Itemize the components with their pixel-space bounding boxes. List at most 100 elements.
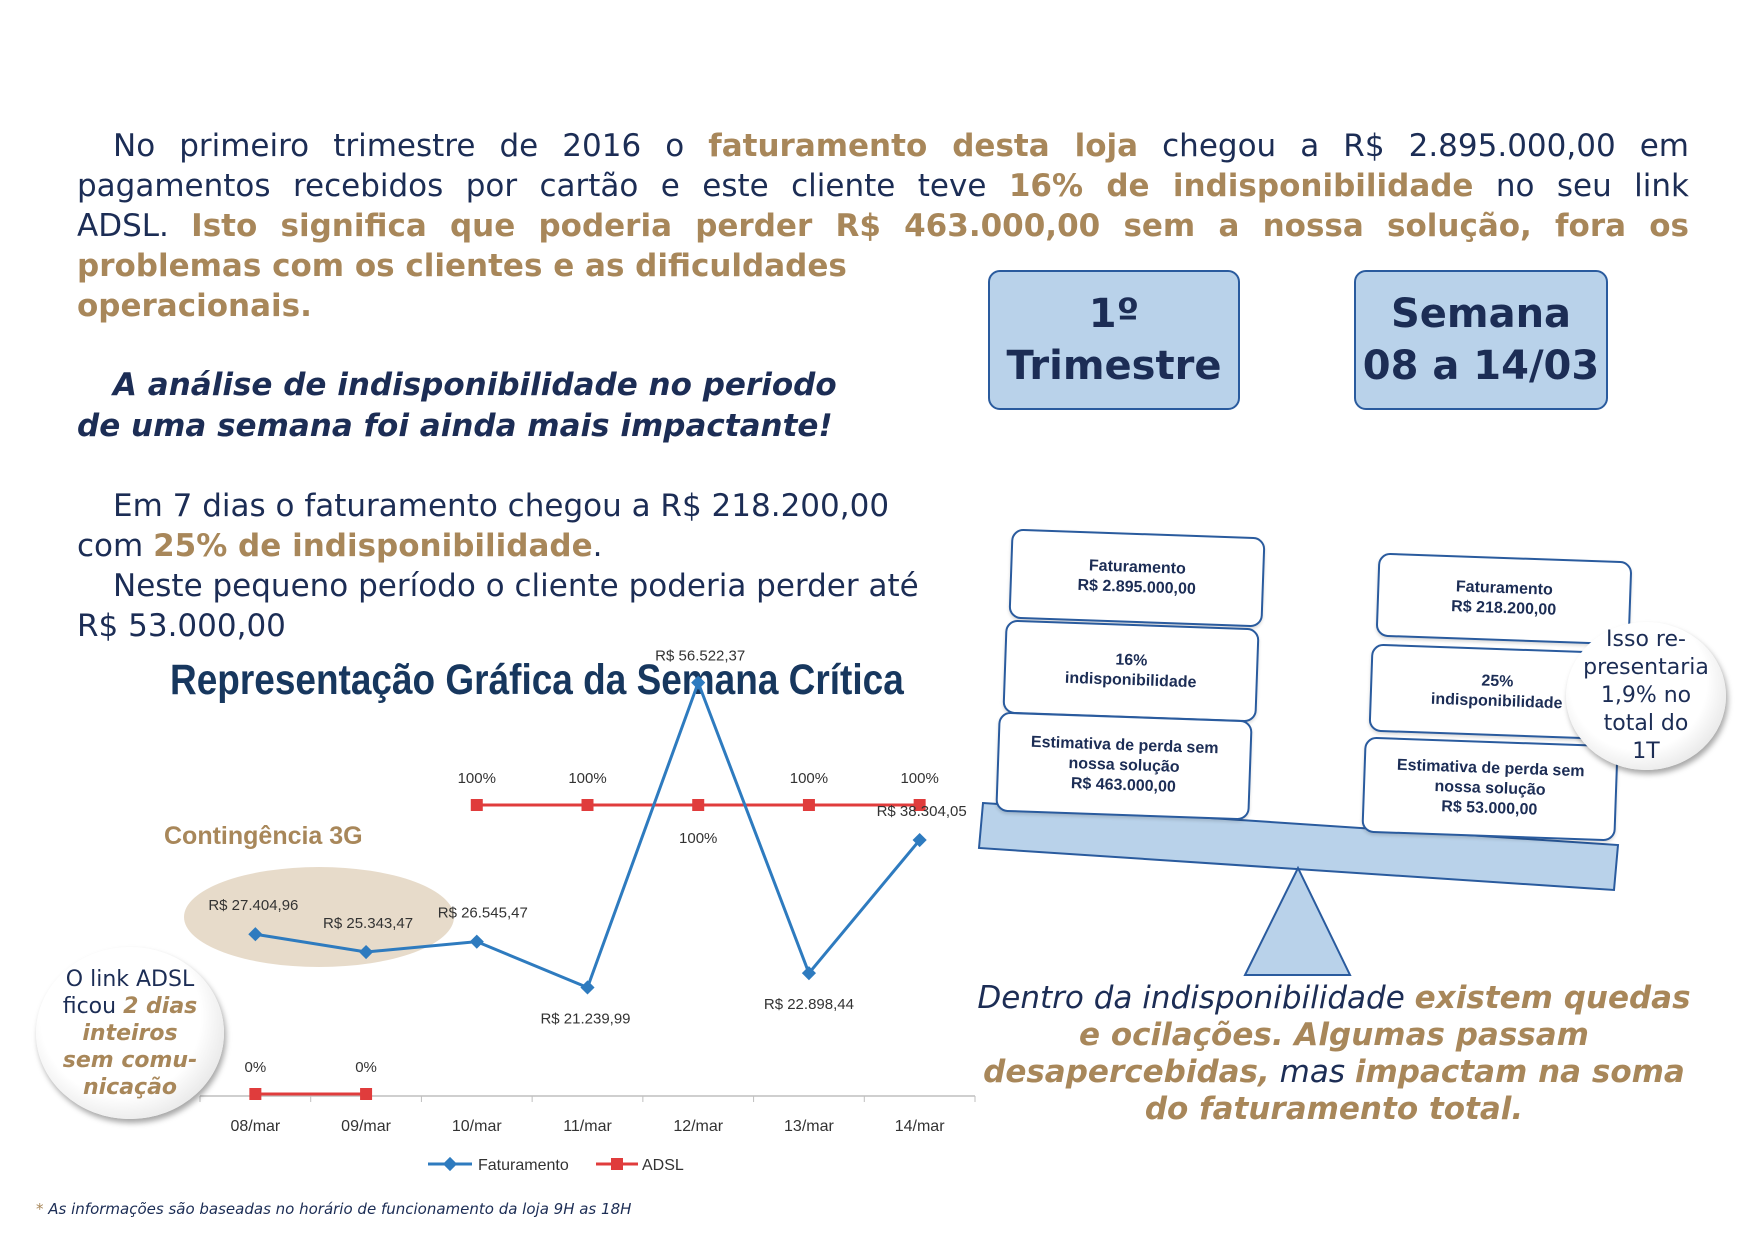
semana-box-line: Semana (1390, 291, 1572, 337)
week-line-4: R$ 53.000,00 (77, 608, 286, 644)
faturamento-point (691, 675, 706, 690)
x-tick-label: 09/mar (341, 1118, 391, 1135)
faturamento-data-label: R$ 27.404,96 (208, 897, 298, 914)
faturamento-point (912, 832, 927, 848)
adsl-data-label: 100% (900, 770, 938, 787)
bottom-line-2: e ocilações. Algumas passam (1079, 1017, 1589, 1053)
analysis-paragraph: A análise de indisponibilidade no period… (77, 365, 837, 447)
intro-line-4: problemas com os clientes e as dificulda… (77, 248, 847, 284)
faturamento-data-label: R$ 26.545,47 (438, 905, 528, 922)
adsl-point (913, 799, 926, 811)
footnote-text: As informações são baseadas no horário d… (43, 1200, 632, 1218)
contingencia-highlight (184, 867, 454, 967)
faturamento-data-label: R$ 21.239,99 (540, 1010, 630, 1027)
week-highlight: 25% de indisponibilidade (153, 528, 593, 564)
intro-highlight: Isto significa que poderia perder R$ 463… (191, 208, 1690, 244)
bubble-text: presentaria (1583, 655, 1709, 680)
footnote-asterisk: * (36, 1200, 44, 1218)
adsl-point (470, 799, 483, 811)
bubble-right: Isso re- presentaria 1,9% no total do 1T (1566, 622, 1726, 770)
intro-line-1: No primeiro trimestre de 2016 o faturame… (77, 126, 1689, 166)
bottom-line-1: Dentro da indisponibilidade existem qued… (975, 980, 1693, 1017)
bottom-highlight: existem quedas (1414, 980, 1691, 1016)
week-line-1: Em 7 dias o faturamento chegou a R$ 218.… (113, 488, 890, 524)
intro-highlight: 16% de indisponibilidade (1008, 168, 1474, 204)
adsl-point (581, 799, 594, 811)
x-tick-label: 08/mar (230, 1118, 280, 1135)
bubble-highlight: sem comu- (62, 1047, 198, 1073)
footnote: * As informações são baseadas no horário… (36, 1200, 631, 1218)
intro-line-5: operacionais. (77, 288, 312, 324)
bottom-line-4: do faturamento total. (1144, 1091, 1524, 1127)
adsl-point (692, 799, 705, 811)
adsl-data-label: 0% (355, 1059, 377, 1076)
week-line-2: com 25% de indisponibilidade. (77, 526, 919, 566)
bubble-text: total do (1603, 711, 1689, 736)
bottom-text: Dentro da indisponibilidade existem qued… (975, 980, 1693, 1128)
adsl-data-label: 100% (568, 770, 606, 787)
legend-faturamento-label: Faturamento (478, 1157, 569, 1174)
legend-adsl-marker (611, 1158, 623, 1170)
semana-box-line: 08 a 14/03 (1362, 343, 1600, 389)
analysis-line-2: de uma semana foi ainda mais impactante! (77, 408, 833, 444)
scale-fulcrum (1243, 865, 1352, 976)
faturamento-data-label: R$ 38.304,05 (877, 803, 967, 820)
faturamento-point (801, 966, 816, 981)
week-paragraph: Em 7 dias o faturamento chegou a R$ 218.… (77, 486, 919, 646)
week-line-3: Neste pequeno período o cliente poderia … (113, 568, 919, 604)
bottom-highlight: impactam na soma (1354, 1054, 1685, 1090)
faturamento-point (580, 980, 595, 995)
legend-faturamento-marker (442, 1156, 458, 1172)
faturamento-data-label: R$ 22.898,44 (764, 996, 854, 1013)
bubble-text: 1,9% no (1600, 683, 1692, 708)
trimestre-box: 1º Trimestre (988, 270, 1240, 410)
intro-text: pagamentos recebidos por cartão e este c… (77, 168, 1009, 204)
bubble-text: 1T (1632, 739, 1660, 764)
adsl-data-label: 0% (245, 1059, 267, 1076)
intro-line-2: pagamentos recebidos por cartão e este c… (77, 166, 1689, 206)
chart-title: Representação Gráfica da Semana Crítica (170, 656, 904, 704)
semana-box: Semana 08 a 14/03 (1354, 270, 1608, 410)
intro-text: chegou a R$ 2.895.000,00 em (1138, 128, 1689, 164)
faturamento-data-label: R$ 25.343,47 (323, 915, 413, 932)
adsl-data-label: 100% (458, 770, 496, 787)
trimestre-box-line: 1º (1088, 291, 1140, 337)
bubble-text: ficou (62, 993, 124, 1019)
adsl-data-label: 100% (679, 830, 717, 847)
bubble-highlight: nicação (82, 1074, 178, 1100)
bubble-highlight: inteiros (82, 1020, 178, 1046)
faturamento-point (469, 934, 484, 949)
bottom-highlight: desapercebidas, (983, 1054, 1270, 1090)
legend-adsl-label: ADSL (642, 1157, 684, 1174)
intro-line-3: ADSL. Isto significa que poderia perder … (77, 206, 1689, 246)
week-text: com (77, 528, 154, 564)
intro-text: No primeiro trimestre de 2016 o (113, 128, 709, 164)
bubble-highlight: 2 dias (123, 993, 198, 1019)
adsl-data-label: 100% (790, 770, 828, 787)
bubble-text: Isso re- (1606, 627, 1686, 652)
intro-highlight: faturamento desta loja (708, 128, 1139, 164)
bottom-fragment: mas (1269, 1054, 1355, 1090)
contingencia-label: Contingência 3G (164, 822, 363, 850)
x-tick-label: 13/mar (784, 1118, 834, 1135)
intro-paragraph: No primeiro trimestre de 2016 o faturame… (77, 126, 1689, 326)
trimestre-box-line: Trimestre (1006, 343, 1222, 389)
adsl-point (802, 799, 815, 811)
faturamento-point (248, 927, 263, 942)
intro-text: ADSL. (77, 208, 192, 244)
x-tick-label: 10/mar (452, 1118, 502, 1135)
bubble-left: O link ADSL ficou 2 dias inteiros sem co… (36, 947, 224, 1119)
x-tick-label: 11/mar (563, 1118, 612, 1135)
faturamento-point (359, 944, 374, 960)
week-text: . (592, 528, 603, 564)
analysis-line-1: A análise de indisponibilidade no period… (113, 367, 837, 403)
bottom-line-3: desapercebidas, mas impactam na soma (975, 1054, 1693, 1091)
bubble-text: O link ADSL (65, 966, 195, 992)
faturamento-data-label: R$ 56.522,37 (655, 648, 745, 665)
x-tick-label: 14/mar (895, 1118, 945, 1135)
adsl-point (360, 1088, 373, 1100)
adsl-point (249, 1088, 262, 1100)
bottom-fragment: Dentro da indisponibilidade (977, 980, 1415, 1016)
